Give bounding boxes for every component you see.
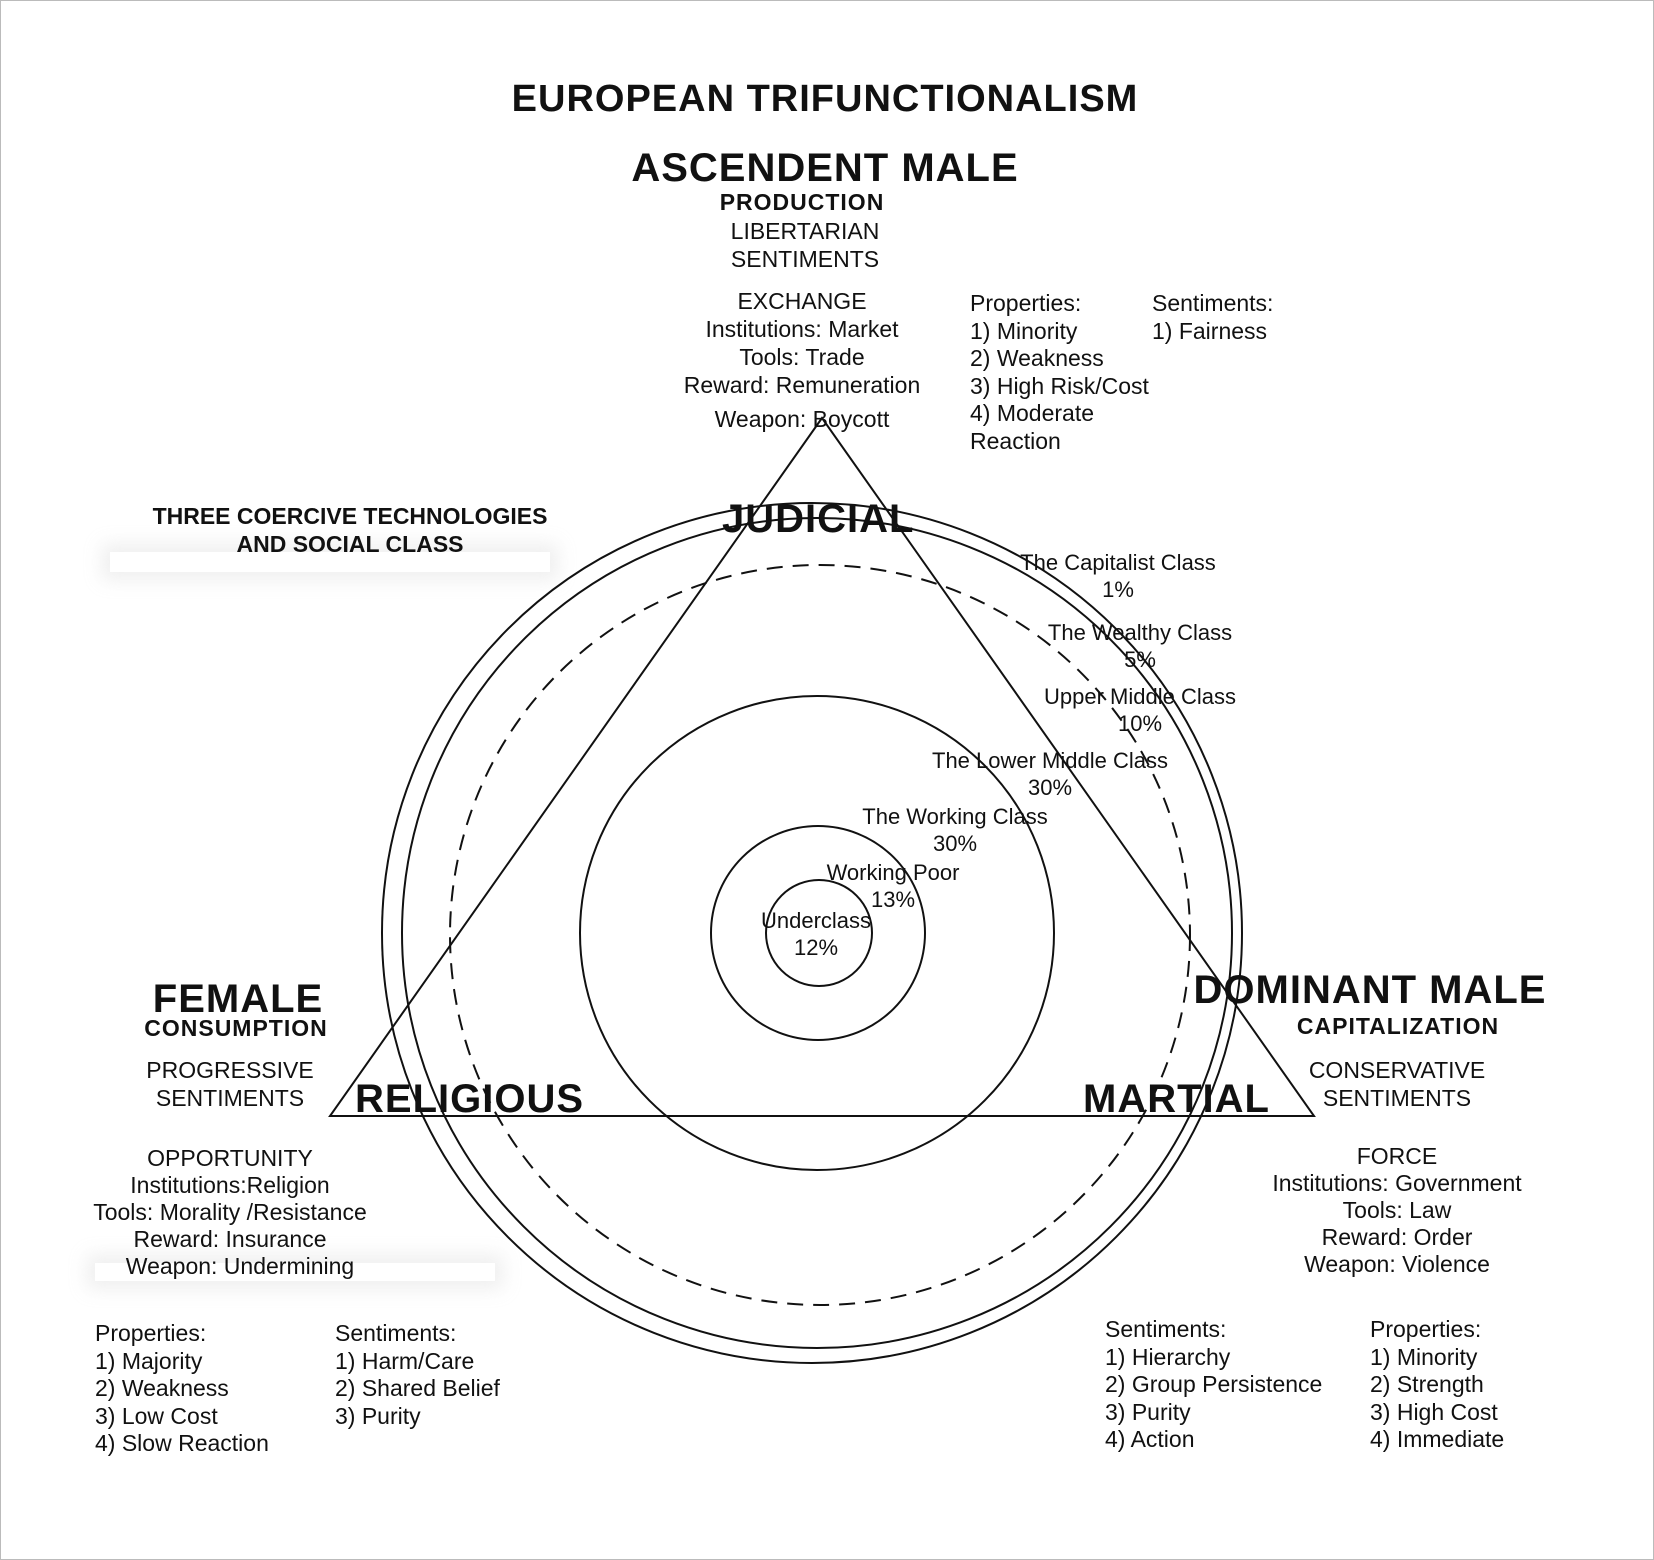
religious-label: RELIGIOUS (355, 1077, 585, 1121)
page-title: EUROPEAN TRIFUNCTIONALISM (511, 78, 1139, 120)
second-ring-circle (401, 517, 1233, 1349)
triangle-shape (328, 416, 1316, 1117)
ascendent-properties-list: Properties: 1) Minority 2) Weakness 3) H… (970, 290, 1149, 454)
dashed-ring-circle (449, 564, 1191, 1306)
female-sentiments-list: Sentiments: 1) Harm/Care 2) Shared Belie… (335, 1320, 500, 1429)
female-heading: FEMALE (152, 977, 324, 1021)
opportunity-details: OPPORTUNITY Institutions:Religion Tools:… (93, 1145, 367, 1279)
dominant-male-heading: DOMINANT MALE (1193, 968, 1547, 1012)
female-properties-list: Properties: 1) Majority 2) Weakness 3) L… (95, 1320, 269, 1456)
working-class-ring-circle (579, 695, 1055, 1171)
production-heading: PRODUCTION (719, 189, 885, 215)
ascendent-male-heading: ASCENDENT MALE (631, 146, 1019, 190)
martial-label: MARTIAL (1083, 1077, 1270, 1121)
libertarian-sentiments-label: LIBERTARIAN SENTIMENTS (730, 218, 880, 272)
scan-smudge (95, 1263, 495, 1281)
exchange-details: EXCHANGE Institutions: Market Tools: Tra… (683, 288, 921, 432)
working-poor-ring-circle (710, 825, 926, 1041)
outer-ring-circle (381, 502, 1243, 1364)
judicial-label: JUDICIAL (722, 497, 915, 541)
progressive-sentiments-label: PROGRESSIVE SENTIMENTS (146, 1057, 314, 1111)
conservative-sentiments-label: CONSERVATIVE SENTIMENTS (1308, 1057, 1486, 1111)
force-details: FORCE Institutions: Government Tools: La… (1272, 1143, 1522, 1277)
scan-smudge (110, 552, 550, 572)
capitalization-heading: CAPITALIZATION (1296, 1013, 1500, 1039)
coercive-technologies-heading: THREE COERCIVE TECHNOLOGIES AND SOCIAL C… (152, 503, 548, 557)
ascendent-sentiments-list: Sentiments: 1) Fairness (1152, 290, 1274, 344)
dominant-sentiments-list: Sentiments: 1) Hierarchy 2) Group Persis… (1105, 1316, 1323, 1452)
underclass-ring-circle (765, 879, 873, 987)
consumption-heading: CONSUMPTION (144, 1015, 328, 1041)
dominant-properties-list: Properties: 1) Minority 2) Strength 3) H… (1370, 1316, 1505, 1452)
